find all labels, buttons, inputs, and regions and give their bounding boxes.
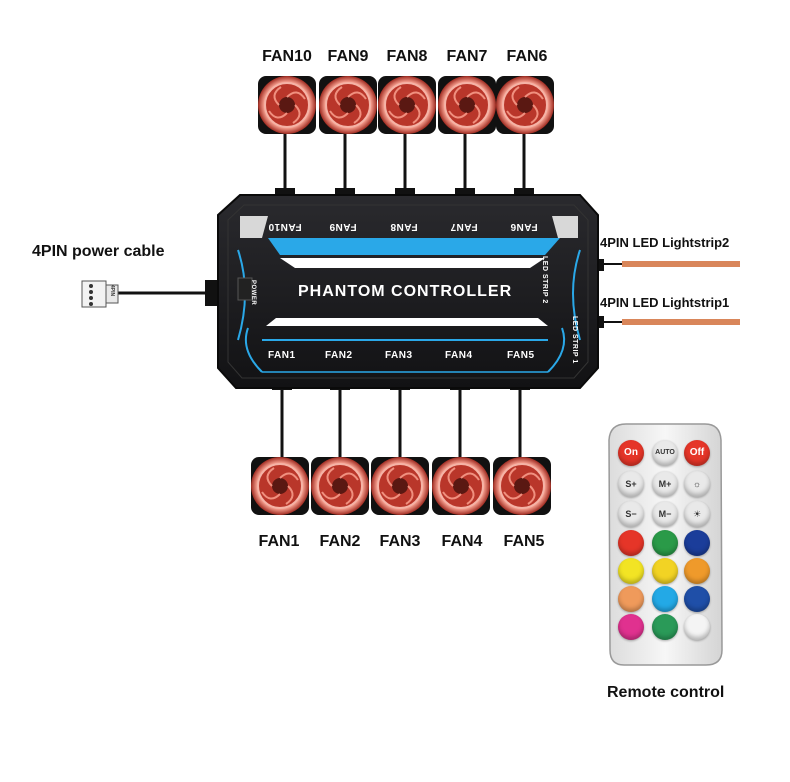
fan9-label: FAN9 [327,48,369,65]
fan1-label: FAN1 [258,533,300,550]
hub-port-fan2: FAN2 [325,350,353,361]
fan-9-icon [318,75,378,135]
top-fan-cables [283,130,526,195]
fan-1-icon [250,456,310,516]
hub-led-strip-1: LED STRIP 1 [571,316,578,364]
hub-port-fan10: FAN10 [268,221,302,232]
fan-6-icon [495,75,555,135]
fan-8-icon [377,75,437,135]
remote-color-sky-button[interactable] [652,586,678,612]
remote-brightness-up-button[interactable]: ☼ [684,471,710,497]
remote-off-button[interactable]: Off [684,440,710,466]
controller-hub [217,194,599,389]
hub-port-fan4: FAN4 [445,350,473,361]
remote-color-green-button[interactable] [652,530,678,556]
top-fan-connectors [275,188,534,196]
controller-title: PHANTOM CONTROLLER [298,283,513,300]
fan5-label: FAN5 [503,533,545,550]
fan3-label: FAN3 [379,533,421,550]
remote-color-navy-button[interactable] [684,586,710,612]
fan-5-icon [492,456,552,516]
remote-control-label: Remote control [607,684,725,701]
top-fans [257,75,555,135]
remote-speed-down-button[interactable]: S− [618,501,644,527]
remote-speed-up-button[interactable]: S+ [618,471,644,497]
fan2-label: FAN2 [319,533,361,550]
fan-4-icon [431,456,491,516]
fan10-label: FAN10 [262,48,312,65]
fan4-label: FAN4 [441,533,483,550]
hub-port-fan5: FAN5 [507,350,535,361]
brightness-down-icon: ☀ [692,509,702,519]
fan-2-icon [310,456,370,516]
remote-color-red-button[interactable] [618,530,644,556]
hub-power-port: POWER [250,280,256,306]
fan-10-icon [257,75,317,135]
fan7-label: FAN7 [446,48,488,65]
remote-color-yellow-button[interactable] [618,558,644,584]
fan8-label: FAN8 [386,48,428,65]
hub-port-fan3: FAN3 [385,350,413,361]
remote-color-orange-button[interactable] [684,558,710,584]
led-strip-2-label: 4PIN LED Lightstrip2 [600,235,730,250]
plug-label: 4PIN [109,285,115,297]
fan-7-icon [437,75,497,135]
power-cable-label: 4PIN power cable [32,243,165,260]
hub-port-fan7: FAN7 [450,221,478,232]
remote-color-magenta-button[interactable] [618,614,644,640]
power-cable [81,280,219,308]
brightness-up-icon: ☼ [692,479,702,489]
remote-color-blue-button[interactable] [684,530,710,556]
remote-auto-button[interactable]: AUTO [652,440,678,466]
remote-color-gold-button[interactable] [652,558,678,584]
remote-mode-down-button[interactable]: M− [652,501,678,527]
remote-color-teal-button[interactable] [652,614,678,640]
hub-port-fan8: FAN8 [390,221,418,232]
remote-color-white-button[interactable] [684,614,710,640]
remote-color-peach-button[interactable] [618,586,644,612]
fan6-label: FAN6 [506,48,548,65]
remote-brightness-down-button[interactable]: ☀ [684,501,710,527]
fan-3-icon [370,456,430,516]
hub-port-fan6: FAN6 [510,221,538,232]
bottom-fans [250,456,552,516]
hub-led-strip-2: LED STRIP 2 [541,256,548,304]
led-cables [596,259,740,328]
led-strip-1-label: 4PIN LED Lightstrip1 [600,295,730,310]
hub-port-fan9: FAN9 [329,221,357,232]
hub-port-fan1: FAN1 [268,350,296,361]
remote-mode-up-button[interactable]: M+ [652,471,678,497]
remote-on-button[interactable]: On [618,440,644,466]
bottom-fan-cables [280,385,522,462]
